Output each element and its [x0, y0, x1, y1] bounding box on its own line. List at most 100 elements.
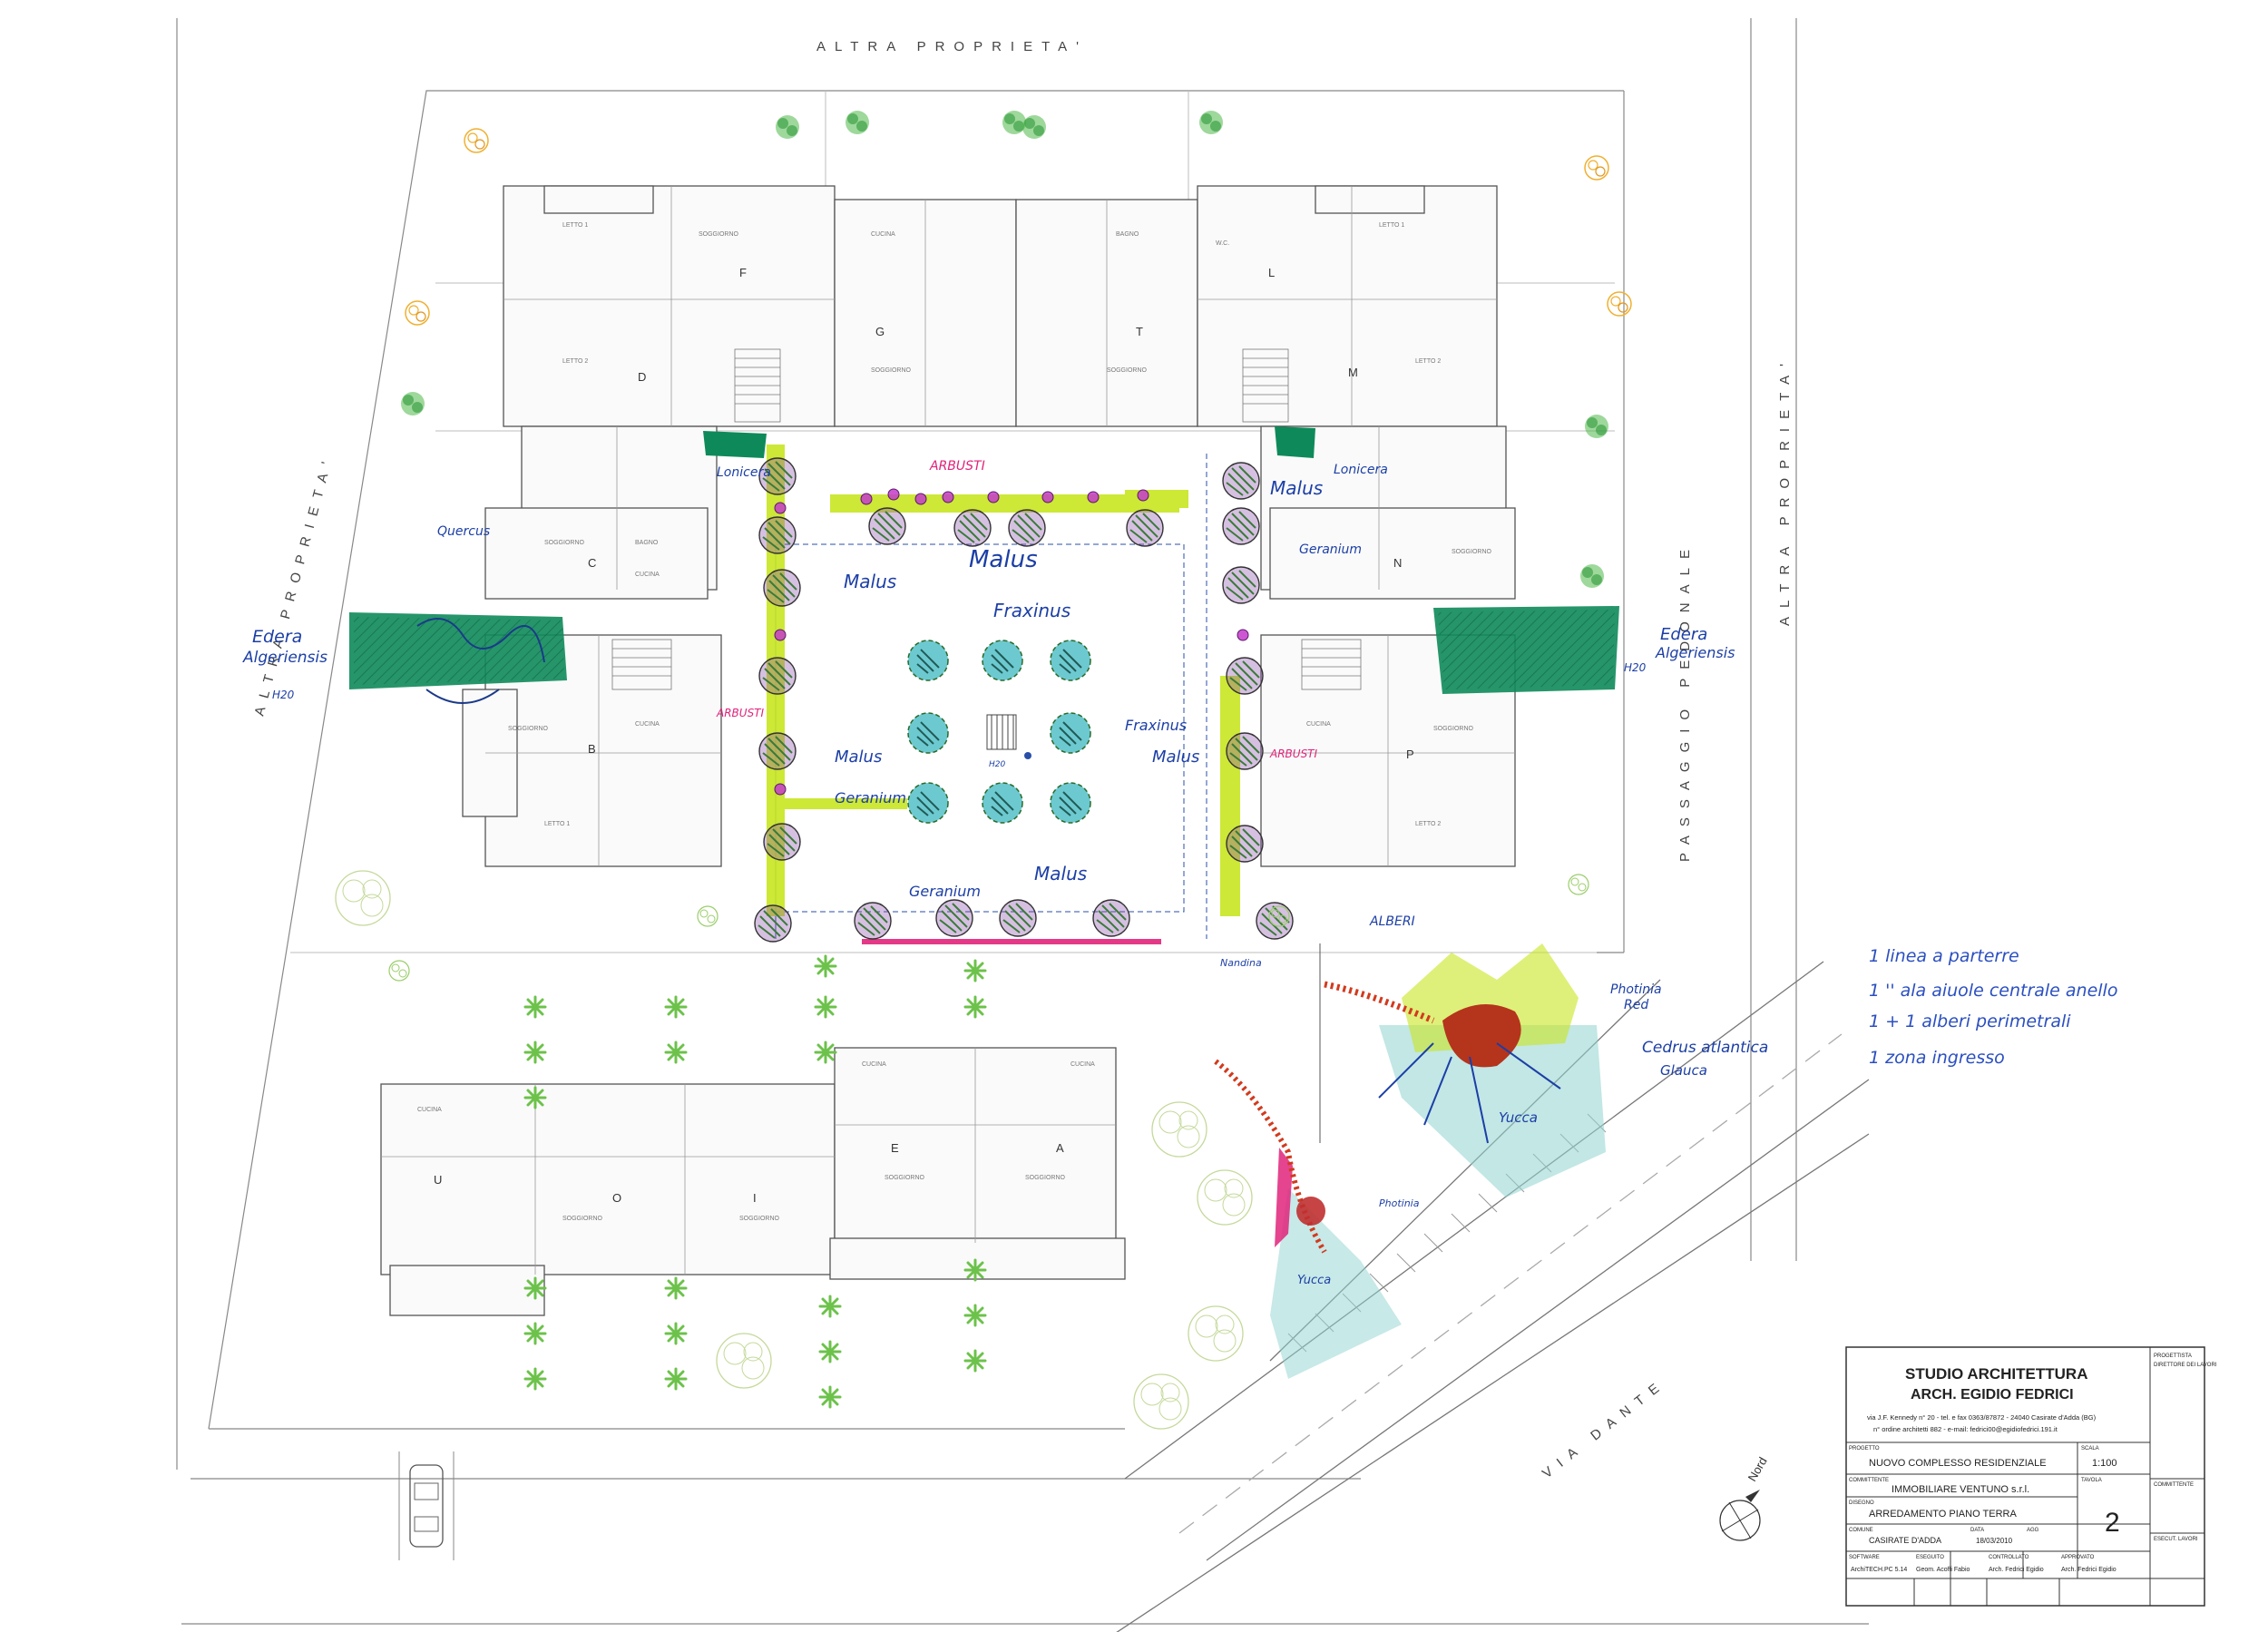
label-disegno: DISEGNO [1849, 1500, 1874, 1506]
room-label: CUCINA [635, 721, 660, 728]
unit-letter: B [588, 742, 596, 756]
fraxinus-tree [982, 782, 1023, 824]
plant-label: Algeriensis [242, 649, 327, 667]
stairs [611, 348, 1362, 690]
malus-tree [1226, 657, 1264, 695]
plant-label: Malus [1034, 863, 1087, 884]
room-label: SOGGIORNO [562, 1216, 603, 1222]
plant-label: Photinia [1379, 1197, 1420, 1209]
studio-name: STUDIO ARCHITETTURA [1905, 1365, 2087, 1383]
malus-tree [758, 516, 797, 554]
unit-letter: U [434, 1173, 442, 1187]
unit-letter: T [1136, 325, 1143, 338]
municipality: CASIRATE D'ADDA [1869, 1536, 1941, 1545]
room-label: W.C. [1216, 240, 1229, 247]
label-software: SOFTWARE [1849, 1555, 1880, 1560]
room-label: CUCINA [1070, 1061, 1095, 1068]
north-label: Nord [1745, 1455, 1770, 1484]
unit-letter: M [1348, 366, 1358, 379]
unit-letter: A [1056, 1141, 1064, 1155]
fraxinus-tree [907, 640, 949, 681]
plant-label: Fraxinus [1125, 717, 1187, 734]
plant-label: ARBUSTI [716, 707, 765, 719]
room-label: LETTO 1 [544, 821, 570, 827]
plant-label: Geranium [909, 883, 981, 900]
boundary-label-left: ALTRA PROPRIETA' [251, 452, 337, 718]
plant-label: Edera [1660, 625, 1707, 644]
plant-label: Yucca [1297, 1274, 1331, 1287]
project-name: NUOVO COMPLESSO RESIDENZIALE [1869, 1458, 2047, 1469]
fraxinus-tree [1050, 640, 1091, 681]
entrance-zone [1214, 943, 1606, 1379]
plant-label: Red [1624, 998, 1648, 1012]
malus-tree [758, 657, 797, 695]
malus-trees [754, 457, 1294, 943]
plant-label: Geranium [835, 789, 906, 806]
drawing-date: 18/03/2010 [1976, 1537, 2013, 1545]
room-label: SOGGIORNO [885, 1175, 925, 1181]
room-label: SOGGIORNO [508, 726, 549, 732]
plant-label: Nandina [1220, 957, 1262, 969]
malus-tree [1256, 902, 1294, 940]
malus-tree [1222, 507, 1260, 545]
building-west [462, 425, 722, 867]
unit-letters: F G T L D C B M N P U O I E A [434, 266, 1414, 1205]
ivy-bed-west [349, 612, 567, 704]
parking-stalls [398, 1451, 455, 1560]
design-note: 1 zona ingresso [1869, 1048, 2005, 1068]
malus-tree [854, 902, 892, 940]
unit-letter: E [891, 1141, 899, 1155]
drawing-name: ARREDAMENTO PIANO TERRA [1869, 1509, 2017, 1520]
malus-tree [1226, 732, 1264, 770]
room-label: CUCINA [871, 231, 895, 238]
label-eseguito: ESEGUITO [1916, 1555, 1944, 1560]
client-name: IMMOBILIARE VENTUNO s.r.l. [1892, 1484, 2029, 1495]
plant-label: ALBERI [1369, 914, 1415, 929]
room-label: CUCINA [862, 1061, 886, 1068]
label-comune: COMUNE [1849, 1528, 1873, 1533]
malus-tree [1092, 899, 1130, 937]
building-south [380, 1047, 1126, 1316]
design-notes: 1 linea a parterre 1 '' ala aiuole centr… [1869, 946, 2117, 1068]
plant-label: Malus [969, 546, 1038, 573]
label-data: DATA [1970, 1528, 1984, 1533]
studio-address: via J.F. Kennedy n° 20 - tel. e fax 0363… [1867, 1413, 2097, 1422]
sheet-number: 2 [2105, 1508, 2120, 1538]
plant-label: Quercus [437, 524, 490, 539]
malus-tree [935, 899, 973, 937]
unit-letter: O [612, 1191, 621, 1205]
malus-tree [1222, 566, 1260, 604]
room-label: CUCINA [417, 1107, 442, 1113]
label-direttore: DIRETTORE DEI LAVORI [2154, 1363, 2217, 1368]
fraxinus-tree [1050, 712, 1091, 754]
design-note: 1 linea a parterre [1869, 946, 2019, 966]
plant-label: Edera [252, 627, 302, 647]
design-note: 1 + 1 alberi perimetrali [1869, 1011, 2071, 1031]
plant-annotations: Malus Malus Malus Malus Malus Malus Frax… [242, 459, 1768, 1287]
room-label: SOGGIORNO [699, 231, 739, 238]
room-label: BAGNO [1116, 231, 1139, 238]
room-label: SOGGIORNO [1107, 367, 1148, 374]
malus-tree [999, 899, 1037, 937]
title-block: STUDIO ARCHITETTURA ARCH. EGIDIO FEDRICI… [1845, 1346, 2217, 1607]
ivy-corner-beds [703, 426, 1315, 458]
label-progetto: PROGETTO [1849, 1446, 1880, 1451]
room-label: LETTO 1 [562, 222, 588, 229]
architect-name: ARCH. EGIDIO FEDRICI [1911, 1387, 2074, 1402]
plant-label: H20 [272, 689, 295, 701]
unit-letter: P [1406, 748, 1414, 761]
plant-label: Fraxinus [993, 600, 1070, 621]
plant-label: Yucca [1499, 1109, 1538, 1126]
plant-label: Malus [835, 748, 882, 767]
room-label: SOGGIORNO [544, 540, 585, 546]
site-boundary [176, 18, 1869, 1625]
room-label: CUCINA [1306, 721, 1331, 728]
parked-car [409, 1464, 444, 1548]
room-label: LETTO 1 [1379, 222, 1404, 229]
malus-tree [953, 509, 992, 547]
room-label: LETTO 2 [1415, 821, 1441, 827]
plant-label: Lonicera [717, 465, 771, 480]
room-label: SOGGIORNO [1025, 1175, 1066, 1181]
fraxinus-tree [907, 712, 949, 754]
malus-tree [1222, 462, 1260, 500]
